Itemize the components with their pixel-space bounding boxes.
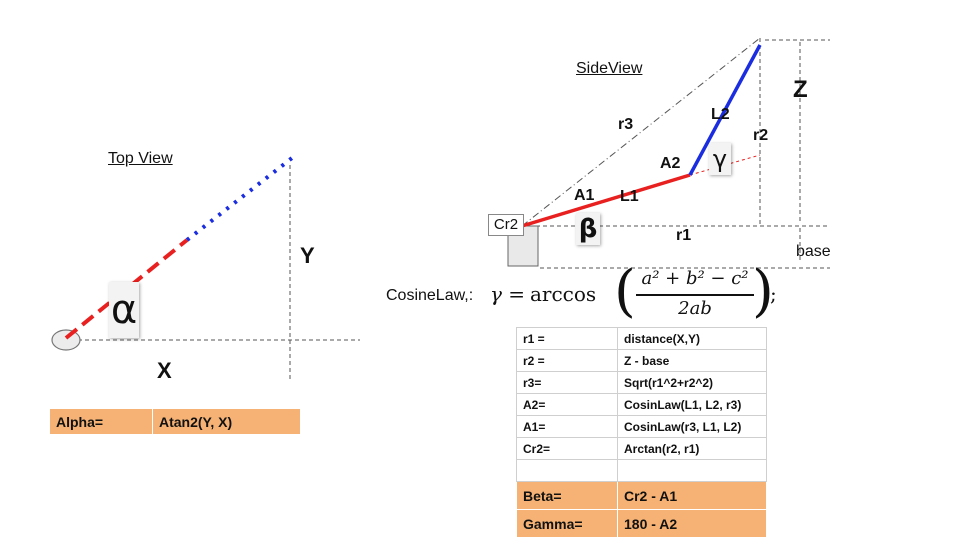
cell-name: r1 =	[516, 327, 618, 350]
alpha-angle-label: α	[109, 282, 139, 338]
table-row: A2=CosinLaw(L1, L2, r3)	[516, 393, 767, 416]
cell-name: Gamma=	[516, 509, 618, 538]
cell-name: Cr2=	[516, 437, 618, 460]
cell-name: A1=	[516, 415, 618, 438]
link-l2	[688, 44, 762, 176]
alpha-table: Alpha= Atan2(Y, X)	[49, 408, 301, 435]
top-view-drawing	[51, 156, 360, 382]
cell-formula: 180 - A2	[617, 509, 767, 538]
cell-formula: Arctan(r2, r1)	[617, 437, 767, 460]
r3-line	[521, 37, 761, 227]
cosine-law-label: CosineLaw,:	[386, 287, 474, 304]
alpha-formula-cell: Atan2(Y, X)	[152, 408, 301, 435]
y-axis-label: Y	[300, 243, 315, 268]
cell-name: Beta=	[516, 481, 618, 510]
cell-formula: distance(X,Y)	[617, 327, 767, 350]
formula-func: arccos	[530, 282, 597, 306]
cell-formula: Z - base	[617, 349, 767, 372]
cell-formula: CosinLaw(L1, L2, r3)	[617, 393, 767, 416]
alpha-name-cell: Alpha=	[49, 408, 153, 435]
cell-formula	[617, 459, 767, 482]
table-row: r3=Sqrt(r1^2+r2^2)	[516, 371, 767, 394]
right-paren: )	[752, 259, 774, 324]
x-axis-label: X	[157, 358, 172, 383]
table-row: A1=CosinLaw(r3, L1, L2)	[516, 415, 767, 438]
table-row: Gamma=180 - A2	[516, 509, 767, 538]
arm-projection-blue	[185, 156, 294, 242]
l1-label: L1	[620, 188, 639, 205]
table-row: Alpha= Atan2(Y, X)	[49, 408, 301, 435]
table-row	[516, 459, 767, 482]
arm-projection-red	[64, 238, 189, 340]
a2-label: A2	[660, 155, 681, 172]
link-l1	[521, 173, 691, 228]
base-joint	[51, 329, 81, 351]
cell-name: A2=	[516, 393, 618, 416]
beta-angle-label: β	[576, 213, 600, 245]
top-view-title: Top View	[108, 150, 173, 167]
l2-label: L2	[711, 106, 730, 123]
side-view-title: SideView	[576, 60, 643, 77]
gamma-angle-label: γ	[709, 143, 731, 175]
left-paren: (	[614, 259, 636, 324]
z-label: Z	[793, 76, 808, 103]
r2-label: r2	[753, 127, 769, 144]
cell-formula: Sqrt(r1^2+r2^2)	[617, 371, 767, 394]
cell-formula: CosinLaw(r3, L1, L2)	[617, 415, 767, 438]
cosine-law-formula: γ = arccos ( a² + b² − c² 2ab ) ;	[490, 262, 780, 326]
base-label: base	[796, 243, 831, 260]
formula-suffix: ;	[770, 282, 777, 306]
cell-name: r2 =	[516, 349, 618, 372]
table-row: r1 =distance(X,Y)	[516, 327, 767, 350]
table-row: r2 =Z - base	[516, 349, 767, 372]
table-row: Cr2=Arctan(r2, r1)	[516, 437, 767, 460]
formula-fraction-bar	[636, 294, 754, 296]
formula-denominator: 2ab	[678, 298, 712, 319]
table-row: Beta=Cr2 - A1	[516, 481, 767, 510]
cr2-label: Cr2	[488, 214, 524, 236]
formula-lhs: γ =	[490, 282, 526, 306]
cell-name	[516, 459, 618, 482]
formula-numerator: a² + b² − c²	[641, 268, 749, 289]
side-view-drawing	[507, 37, 830, 269]
r3-label: r3	[618, 116, 634, 133]
r1-label: r1	[676, 227, 692, 244]
side-view-table: r1 =distance(X,Y) r2 =Z - base r3=Sqrt(r…	[516, 327, 767, 538]
a1-label: A1	[574, 187, 595, 204]
cell-formula: Cr2 - A1	[617, 481, 767, 510]
cell-name: r3=	[516, 371, 618, 394]
